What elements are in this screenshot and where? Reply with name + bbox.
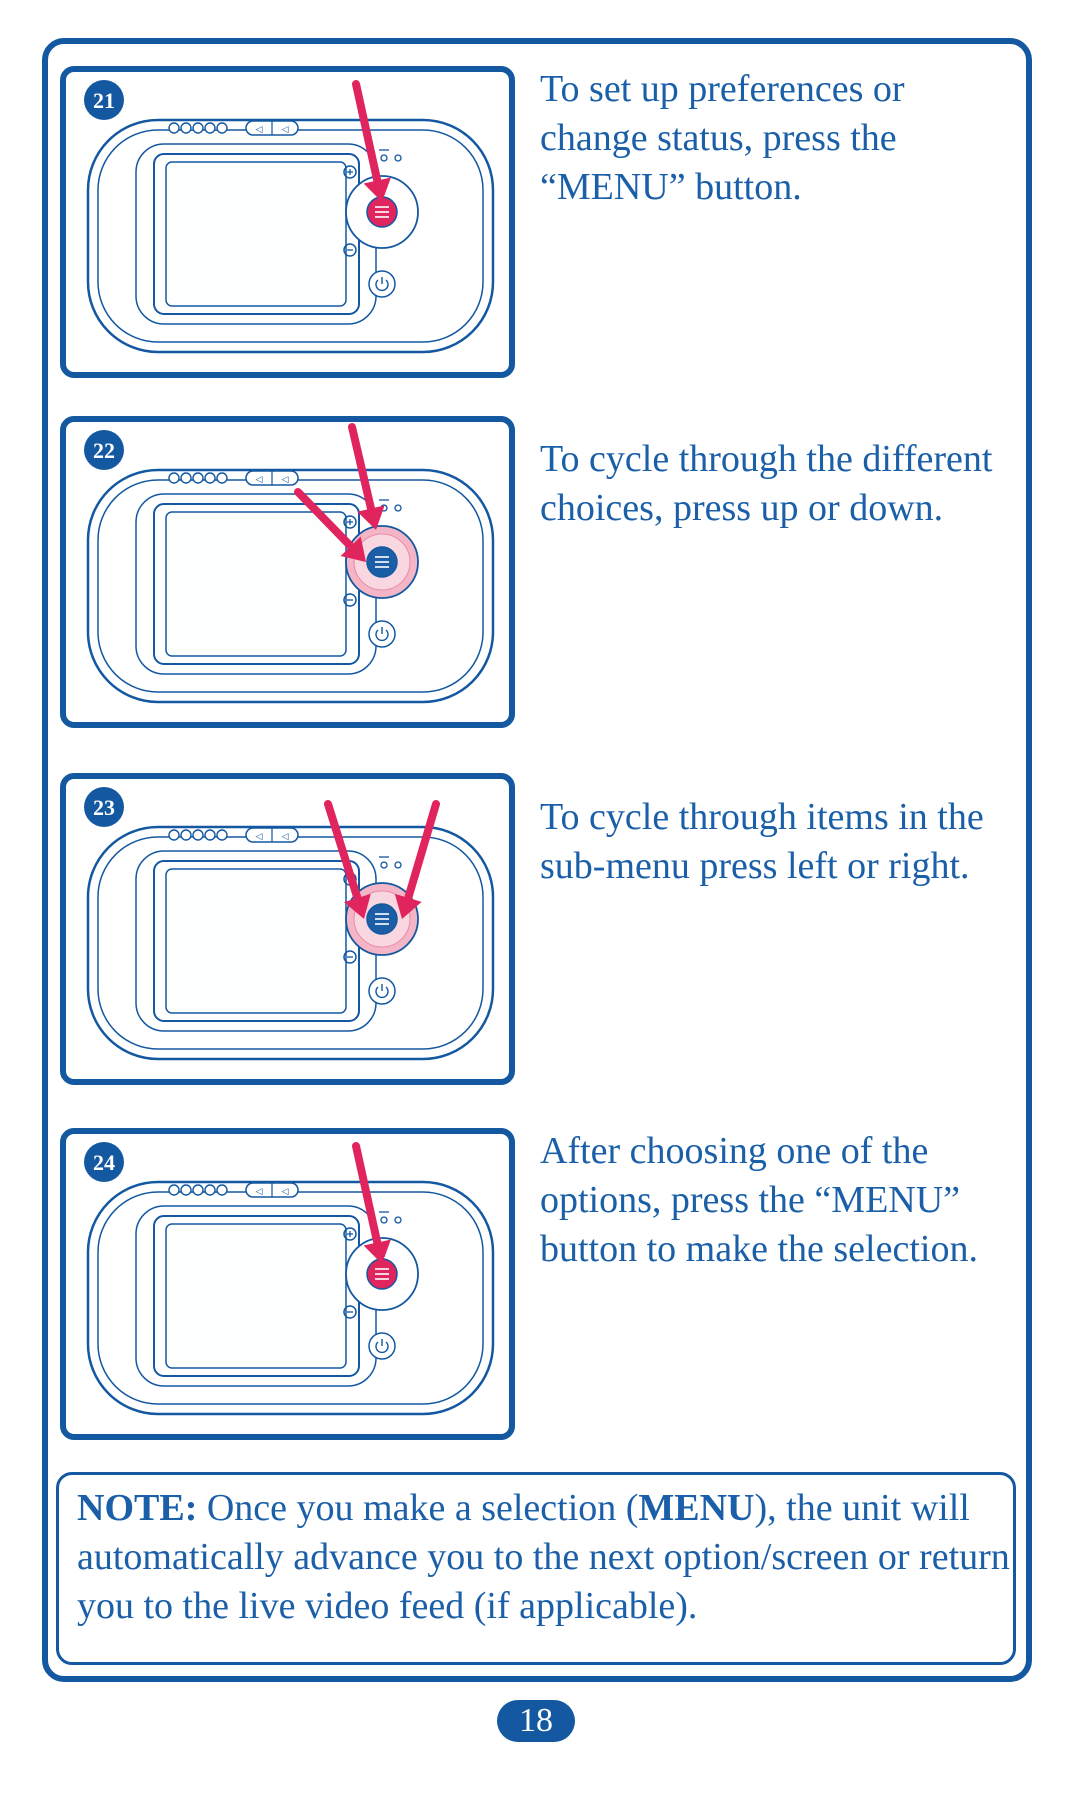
- speaker-icon: ◁: [256, 832, 263, 842]
- step-text-24: After choosing one of the options, press…: [540, 1130, 978, 1270]
- step-panel-23: 23 ◁ ◁: [60, 773, 515, 1085]
- screen: [165, 868, 347, 1014]
- step-text-22: To cycle through the different choices, …: [540, 438, 993, 529]
- monitor-illustration: 23 ◁ ◁: [84, 787, 495, 1061]
- monitor-illustration: 21 ◁ ◁: [84, 80, 495, 354]
- zoom-in-icon: [343, 515, 357, 529]
- status-icon: [380, 154, 388, 162]
- step-panel-22: 22 ◁ ◁: [60, 416, 515, 728]
- pointer-arrow: [324, 800, 371, 919]
- zoom-in-icon: [343, 1227, 357, 1241]
- step-badge: [84, 80, 124, 120]
- status-icon: [394, 154, 402, 162]
- zoom-out-icon: [343, 950, 357, 964]
- speaker-icon: ◁: [282, 475, 289, 485]
- step-number: 24: [93, 1150, 115, 1175]
- zoom-in-icon: [343, 165, 357, 179]
- note-text-1: Once you make a selection (: [197, 1487, 639, 1529]
- indicator-lights-icon: [168, 472, 228, 484]
- indicator-lights-icon: [168, 122, 228, 134]
- speaker-icon: ◁: [282, 125, 289, 135]
- step-badge: [84, 430, 124, 470]
- menu-lines: [375, 556, 389, 568]
- zoom-out-icon: [343, 593, 357, 607]
- pointer-arrow: [352, 80, 391, 202]
- screen: [165, 511, 347, 657]
- screen: [165, 1223, 347, 1369]
- status-icon: [394, 504, 402, 512]
- step-text-23: To cycle through items in the sub-menu p…: [540, 796, 984, 887]
- monitor-body: [86, 1180, 495, 1416]
- speaker-icon: ◁: [256, 475, 263, 485]
- note-label: NOTE:: [77, 1487, 198, 1529]
- monitor-body: [86, 468, 495, 704]
- step-text-21: To set up preferences or change status, …: [540, 68, 905, 208]
- zoom-out-icon: [343, 243, 357, 257]
- pointer-arrow: [294, 488, 366, 562]
- monitor-illustration: 22 ◁ ◁: [84, 423, 495, 704]
- step-number: 21: [93, 88, 115, 113]
- status-icon: [394, 1216, 402, 1224]
- menu-lines: [375, 913, 389, 925]
- page-frame: [42, 38, 1032, 1682]
- note-text-2: ), the unit will automatically advance y…: [77, 1487, 1010, 1627]
- menu-lines: [375, 206, 389, 218]
- step-badge: [84, 1142, 124, 1182]
- status-icon: [380, 1216, 388, 1224]
- menu-lines: [375, 1268, 389, 1280]
- step-panel-24: 24 ◁ ◁: [60, 1128, 515, 1440]
- note-emphasis: MENU: [638, 1487, 755, 1529]
- monitor-body: [86, 118, 495, 354]
- indicator-lights-icon: [168, 829, 228, 841]
- speaker-icon: ◁: [256, 125, 263, 135]
- indicator-lights-icon: [168, 1184, 228, 1196]
- page-number: 18: [497, 1700, 575, 1742]
- speaker-icon: ◁: [282, 832, 289, 842]
- status-icon: [380, 861, 388, 869]
- step-number: 22: [93, 438, 115, 463]
- monitor-body: [86, 825, 495, 1061]
- pointer-arrow: [352, 1142, 391, 1264]
- step-number: 23: [93, 795, 115, 820]
- speaker-icon: ◁: [282, 1187, 289, 1197]
- speaker-icon: ◁: [256, 1187, 263, 1197]
- step-badge: [84, 787, 124, 827]
- zoom-out-icon: [343, 1305, 357, 1319]
- monitor-illustration: 24 ◁ ◁: [84, 1142, 495, 1416]
- step-panel-21: 21 ◁ ◁: [60, 66, 515, 378]
- note-box: NOTE: Once you make a selection (MENU), …: [56, 1472, 1016, 1665]
- status-icon: [394, 861, 402, 869]
- screen: [165, 161, 347, 307]
- pointer-arrow: [394, 800, 440, 919]
- pointer-arrow: [348, 423, 385, 530]
